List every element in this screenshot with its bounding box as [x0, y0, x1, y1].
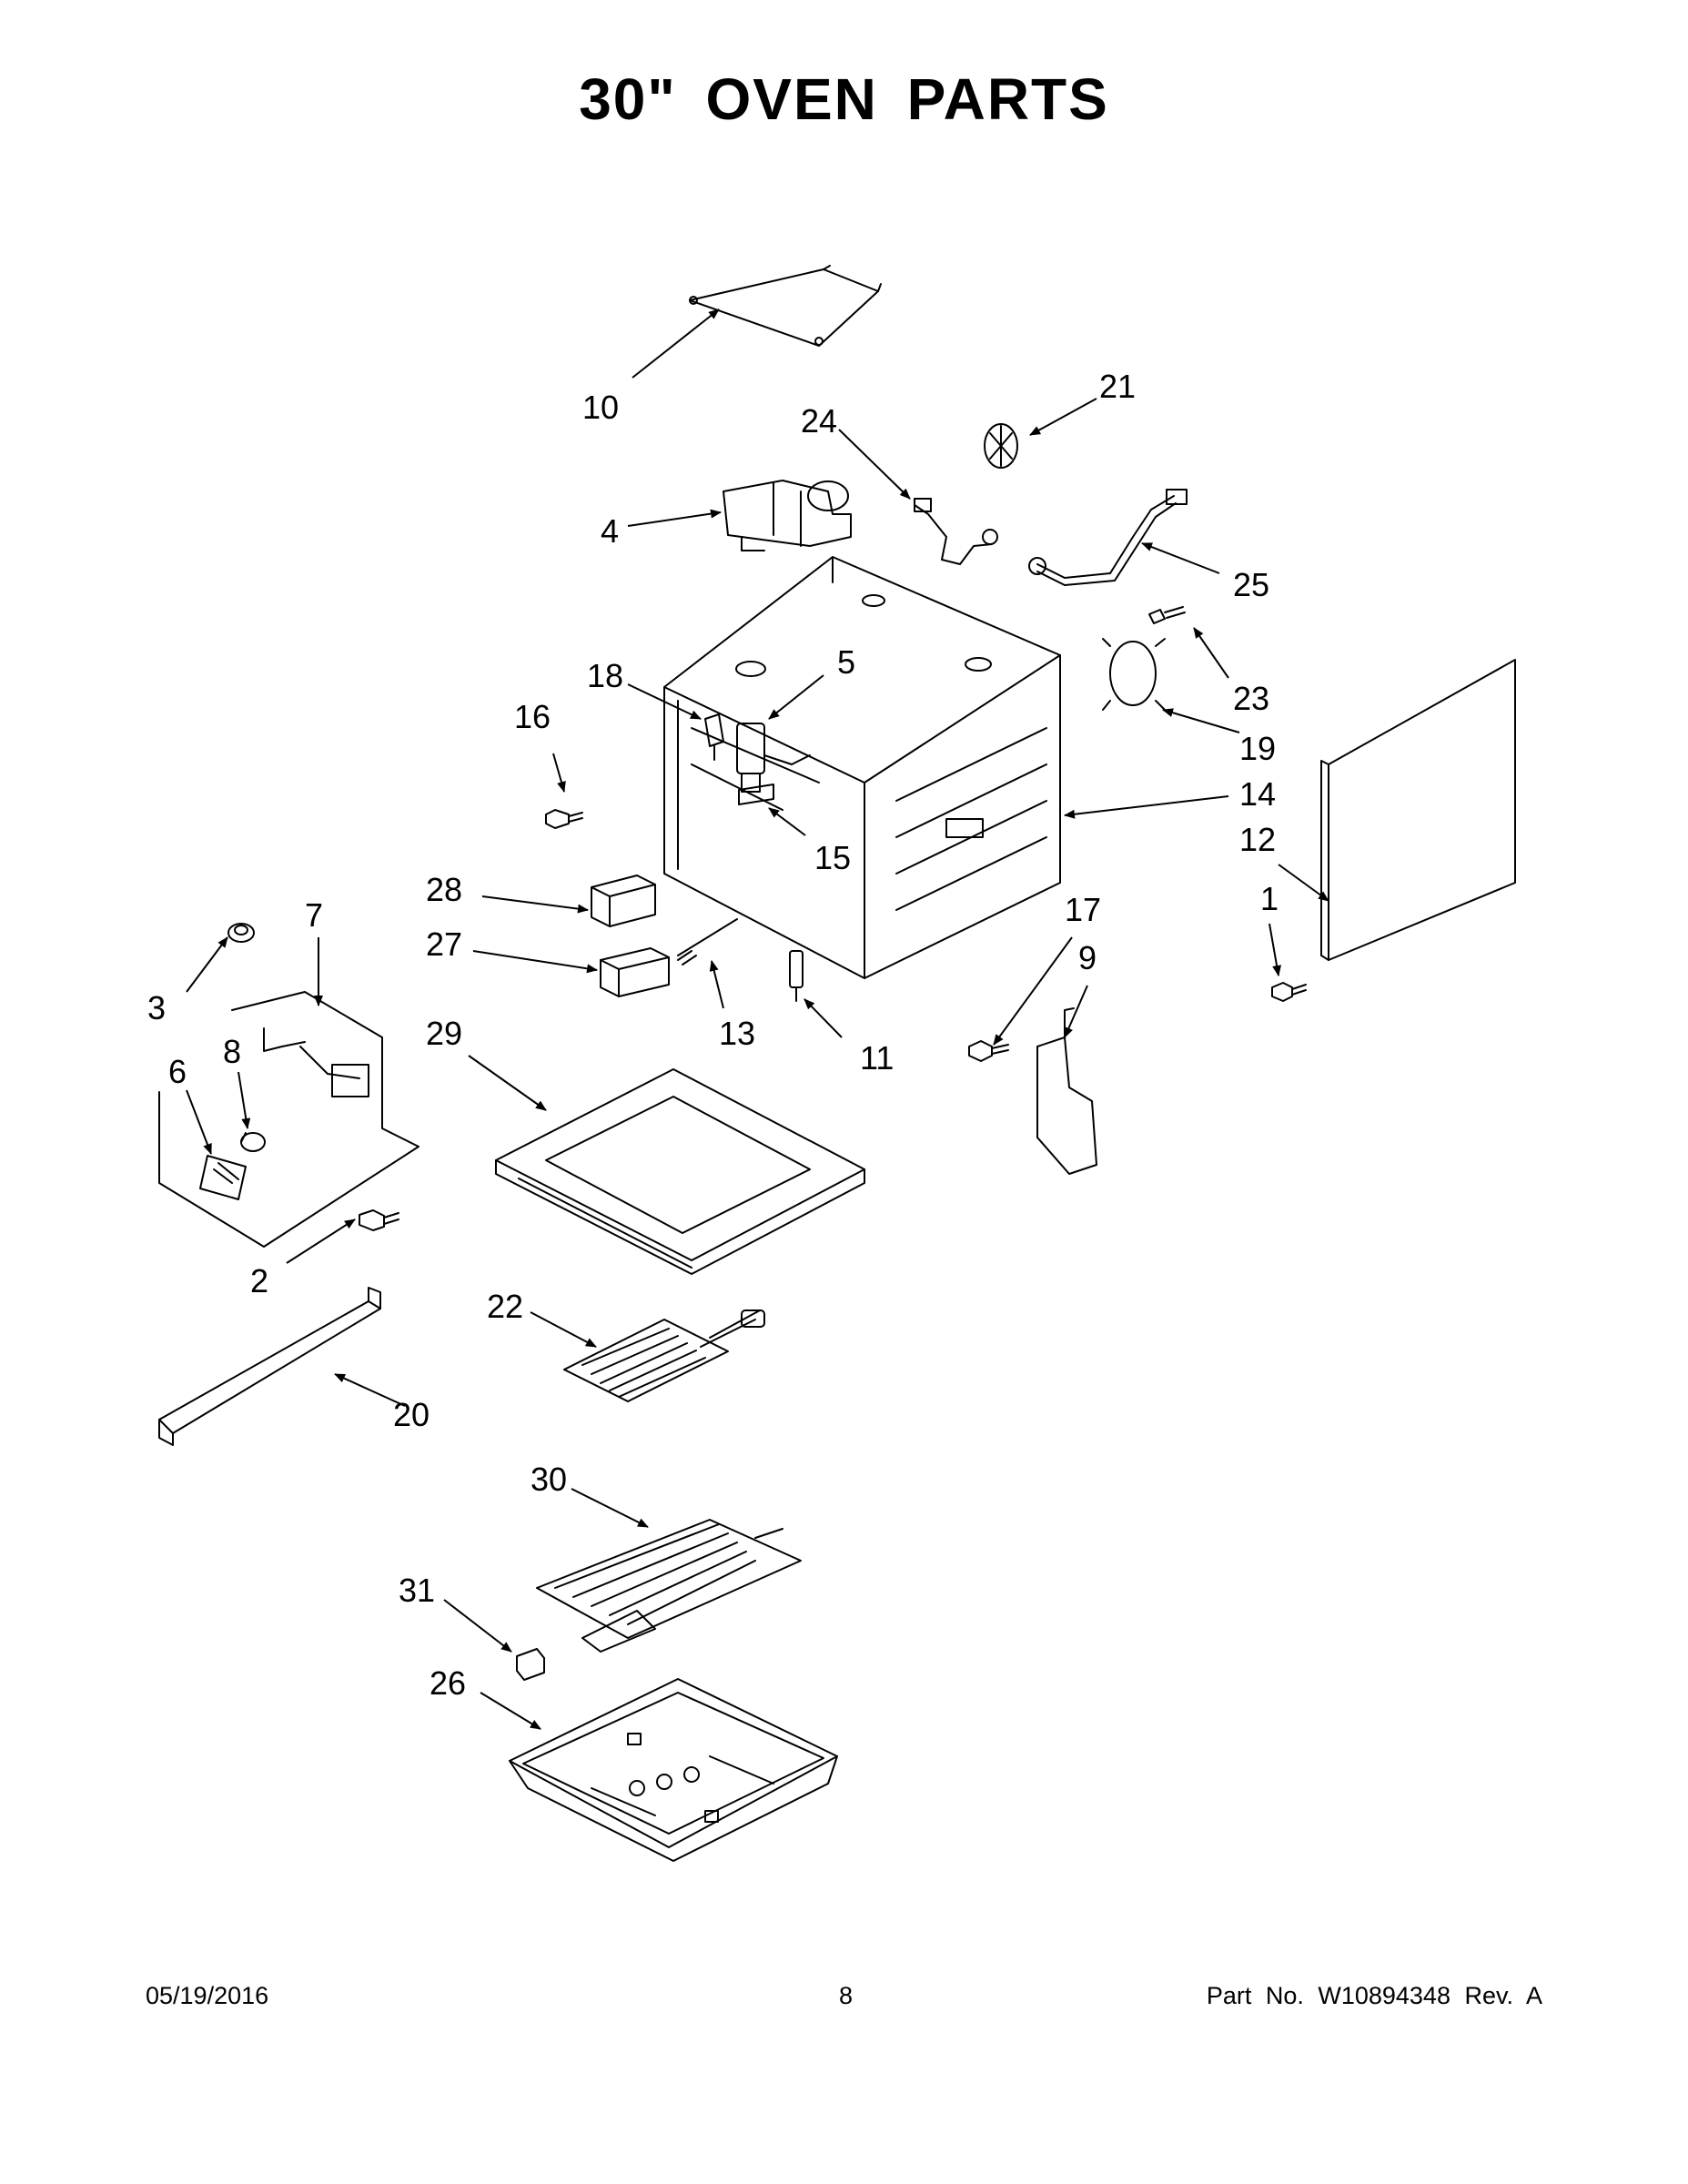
callout-25: 25 [1233, 566, 1269, 603]
footer-page-number: 8 [839, 1982, 854, 2009]
part-16-screw [545, 809, 583, 829]
callout-9: 9 [1078, 939, 1097, 976]
part-24-gas-fitting [914, 498, 998, 565]
callout-13: 13 [719, 1015, 755, 1052]
part-22-burner [563, 1309, 765, 1402]
callout-21: 21 [1099, 368, 1136, 405]
callout-6: 6 [168, 1053, 187, 1090]
callout-29: 29 [426, 1015, 462, 1052]
callout-2: 2 [250, 1262, 268, 1299]
part-17-screw [968, 1040, 1009, 1062]
callout-17: 17 [1065, 891, 1101, 928]
callout-10: 10 [582, 389, 619, 426]
callout-31: 31 [399, 1572, 435, 1609]
callout-26: 26 [430, 1664, 466, 1702]
callout-20: 20 [393, 1396, 430, 1433]
part-27-block [600, 947, 670, 997]
callout-3: 3 [147, 989, 166, 1026]
part-20-rail [158, 1287, 381, 1446]
callout-19: 19 [1239, 730, 1276, 767]
callout-23: 23 [1233, 680, 1269, 717]
part-21-burner-cap [984, 423, 1018, 469]
part-4-valve-assembly [723, 480, 852, 551]
callout-16: 16 [514, 698, 551, 735]
callout-4: 4 [601, 512, 619, 550]
part-18-orifice [704, 713, 724, 761]
part-2-screw [359, 1209, 399, 1231]
part-5-igniter [736, 723, 811, 793]
callout-18: 18 [587, 657, 623, 694]
part-10-top-shield [689, 265, 882, 347]
callout-30: 30 [531, 1461, 567, 1498]
callout-7: 7 [305, 896, 323, 934]
callout-22: 22 [487, 1288, 523, 1325]
part-15-bracket [738, 784, 774, 805]
part-31-bracket [516, 1648, 545, 1681]
callout-1: 1 [1260, 880, 1279, 917]
part-1-screw [1271, 982, 1307, 1002]
part-14-oven-cavity [663, 556, 1061, 979]
part-13-rod [677, 918, 738, 966]
part-29-frame [495, 1068, 865, 1275]
part-8-bulb [240, 1132, 266, 1152]
callout-15: 15 [814, 839, 851, 876]
callout-24: 24 [801, 402, 837, 440]
part-19-plate [1102, 638, 1166, 711]
part-28-box [591, 875, 656, 927]
callout-14: 14 [1239, 775, 1276, 813]
callout-27: 27 [426, 925, 462, 963]
callout-11: 11 [860, 1039, 894, 1077]
part-23-screw [1148, 606, 1186, 624]
part-26-burner-box [509, 1678, 838, 1862]
footer-date: 05/19/2016 [146, 1982, 269, 2009]
part-6-lens [199, 1155, 247, 1200]
part-25-gas-tube [1028, 489, 1188, 586]
part-12-side-panel [1320, 659, 1516, 961]
footer-part-number: Part No. W10894348 Rev. A [1206, 1982, 1542, 2009]
callout-5: 5 [837, 643, 855, 681]
part-3-knob [227, 923, 255, 943]
part-30-burner [536, 1519, 802, 1653]
callout-8: 8 [223, 1033, 241, 1070]
part-11-clip [789, 950, 804, 1002]
callout-12: 12 [1239, 821, 1276, 858]
callout-28: 28 [426, 871, 462, 908]
page-title: 30" OVEN PARTS [579, 66, 1109, 132]
